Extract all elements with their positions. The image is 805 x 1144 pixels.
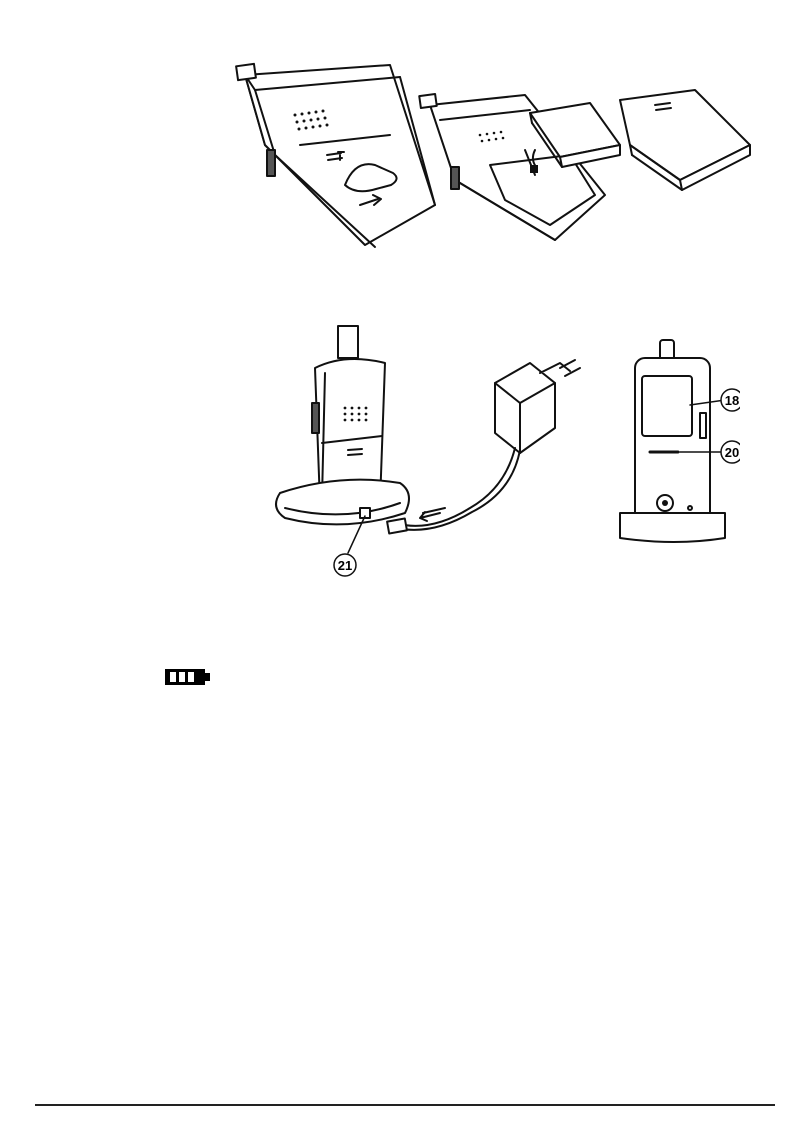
callout-18: 18 [721,389,740,411]
power-adapter-with-cable [387,360,580,533]
handset-in-charger-side-view [276,326,409,524]
svg-text:18: 18 [725,393,739,408]
handset-open-compartment [419,94,620,240]
svg-text:20: 20 [725,445,739,460]
callout-21: 21 [334,554,356,576]
battery-cover-detached [620,90,750,190]
battery-full-icon [163,667,213,687]
callout-20: 20 [721,441,740,463]
handset-cover-closing [236,64,435,247]
battery-installation-illustration [225,55,770,255]
handset-front-view [620,340,725,542]
svg-text:21: 21 [338,558,352,573]
display-screen [642,376,692,436]
footer-divider [35,1104,775,1106]
charging-illustration: 18 20 21 [270,318,740,580]
